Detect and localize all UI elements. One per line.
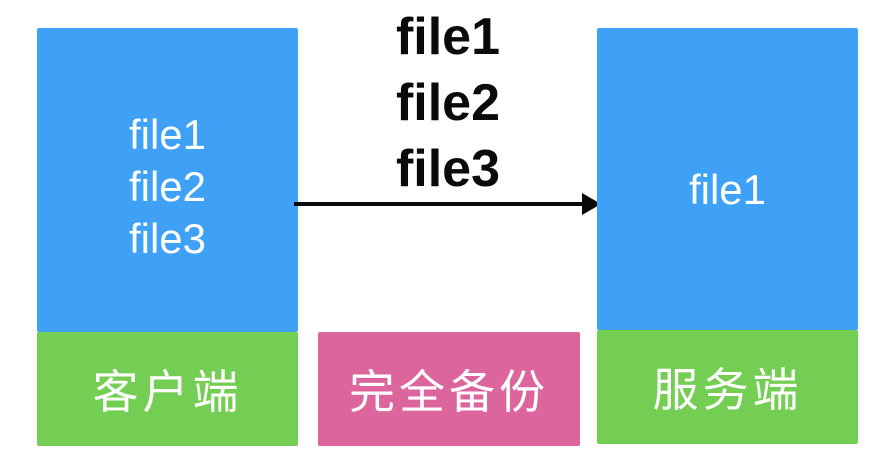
- transfer-label: 完全备份: [318, 332, 580, 446]
- transfer-file-item: file2: [395, 74, 501, 132]
- transfer-file-item: file3: [395, 140, 501, 198]
- client-box: file1 file2 file3: [37, 28, 298, 332]
- client-label: 客户端: [37, 332, 298, 446]
- client-file-list: file1 file2 file3: [129, 109, 206, 265]
- server-file-item: file1: [688, 166, 767, 213]
- transfer-file-list: file1 file2 file3: [293, 4, 603, 202]
- client-file-item: file3: [128, 215, 207, 262]
- transfer-arrow-line: [294, 202, 586, 206]
- client-file-item: file1: [128, 111, 207, 158]
- server-label: 服务端: [597, 330, 858, 444]
- transfer-file-item: file1: [395, 8, 501, 66]
- client-file-item: file2: [128, 163, 207, 210]
- transfer-arrow-head-icon: [582, 193, 601, 215]
- server-box: file1: [597, 28, 858, 330]
